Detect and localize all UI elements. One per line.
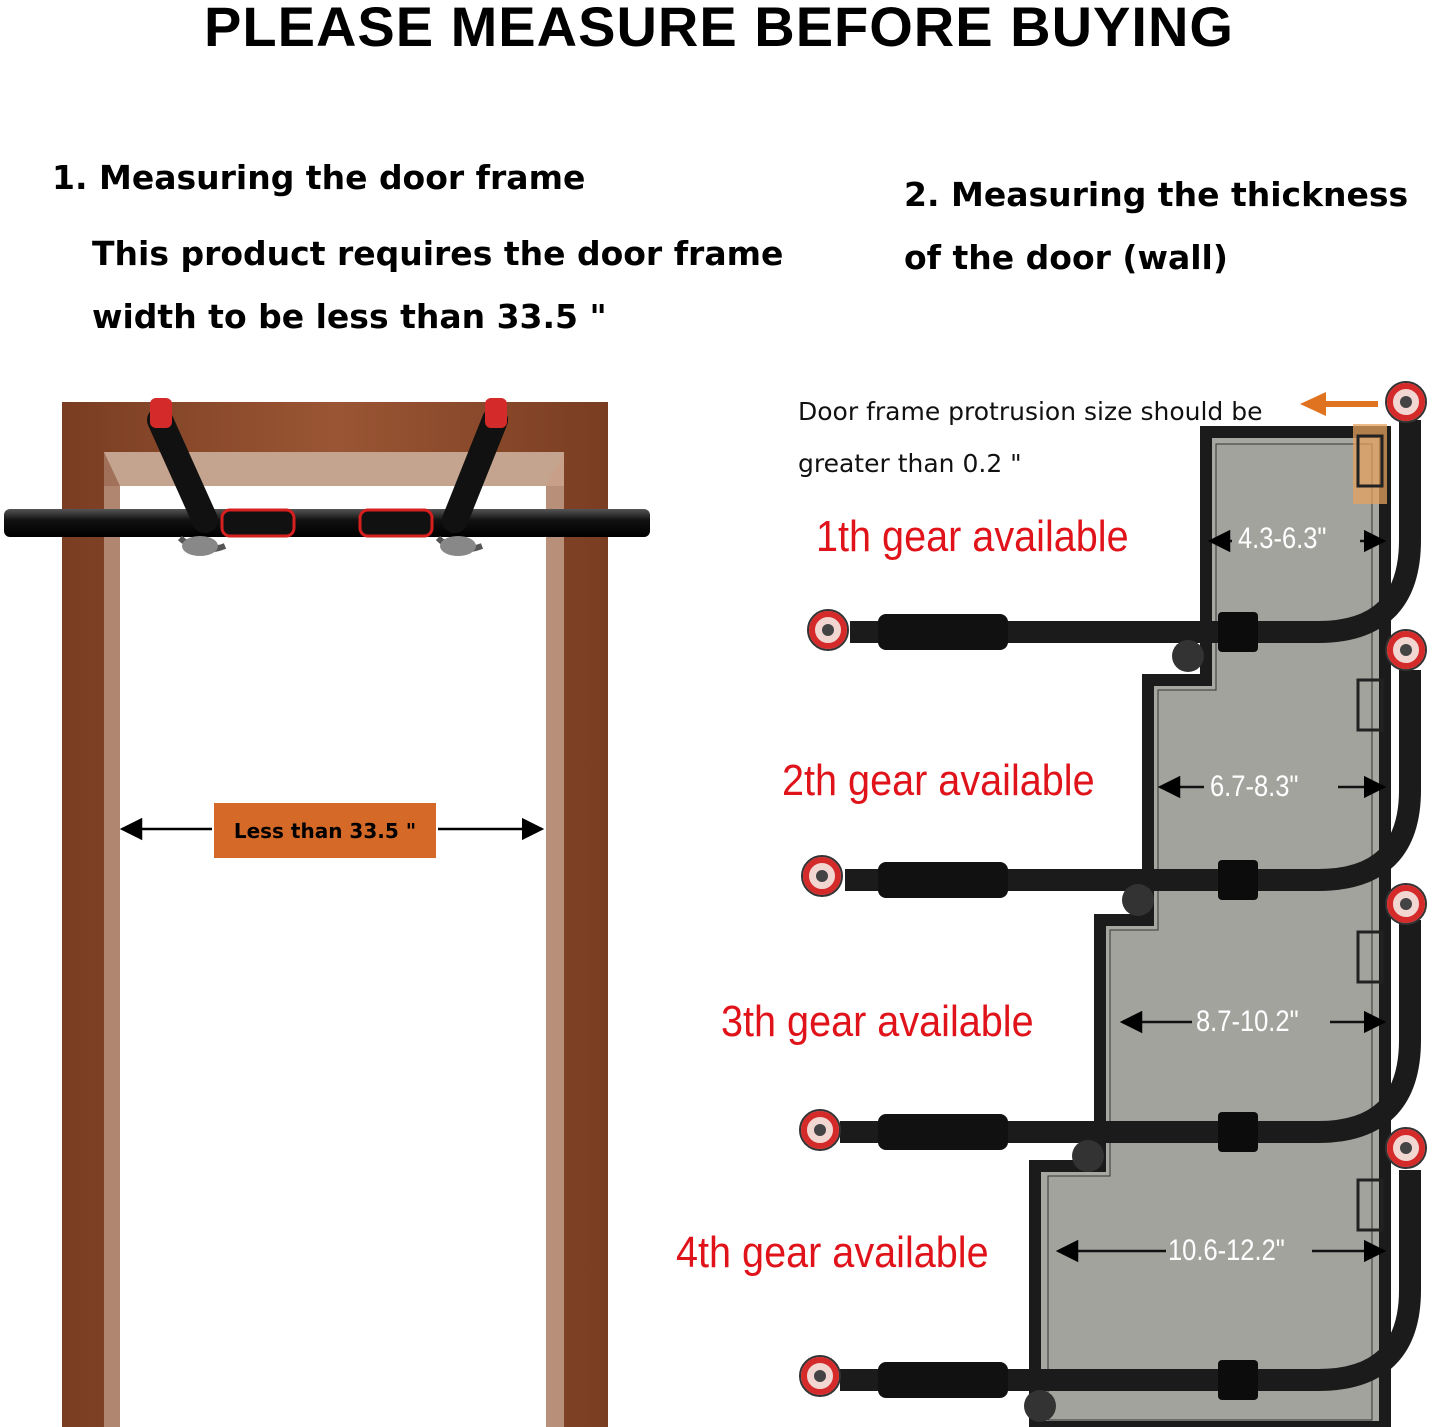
gear-2-label: 2th gear available [782, 756, 1095, 805]
gear-bar-2 [802, 630, 1426, 916]
gear-dimension-arrows [1055, 529, 1387, 1263]
frame-width-label: Less than 33.5 " [214, 803, 436, 858]
gear-4-range: 10.6-12.2" [1168, 1234, 1285, 1267]
pull-up-bar-illustration [4, 398, 650, 556]
wall-stepped-outline [1029, 426, 1391, 1427]
gear-3-range: 8.7-10.2" [1196, 1005, 1299, 1038]
gear-bar-3 [800, 884, 1426, 1172]
protrusion-note: Door frame protrusion size should be gre… [798, 397, 1263, 478]
page-title: PLEASE MEASURE BEFORE BUYING [204, 0, 1234, 58]
section1-description: This product requires the door frame wid… [92, 234, 784, 336]
gear-3-label: 3th gear available [721, 997, 1034, 1046]
protrusion-arrow-icon [1300, 392, 1378, 416]
gear-1-label: 1th gear available [816, 512, 1129, 561]
gear-1-range: 4.3-6.3" [1238, 522, 1327, 555]
gear-bar-1 [808, 382, 1426, 672]
section1-heading: 1. Measuring the door frame [52, 158, 586, 197]
door-frame [62, 402, 608, 1427]
section2-heading: 2. Measuring the thickness of the door (… [904, 175, 1409, 277]
gear-4-label: 4th gear available [676, 1228, 989, 1277]
gear-bar-4 [800, 1128, 1426, 1422]
gear-2-range: 6.7-8.3" [1210, 770, 1299, 803]
